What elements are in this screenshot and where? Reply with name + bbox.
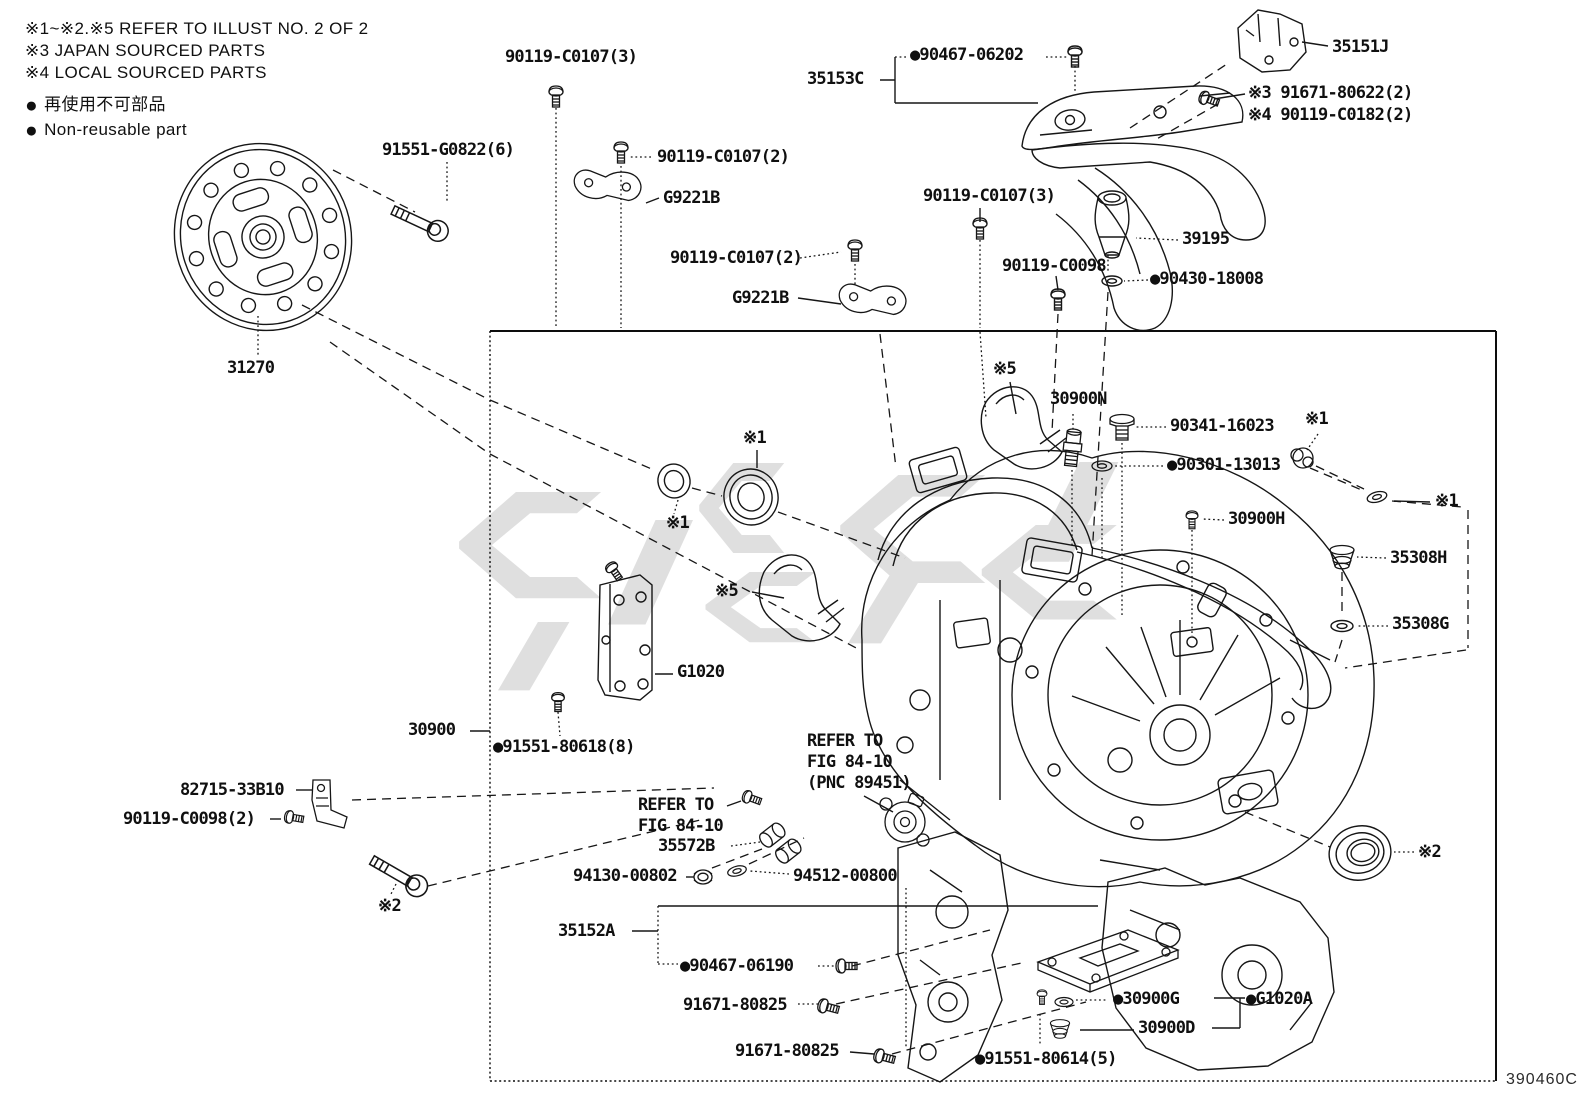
label-90119-c0107-2-b: 90119-C0107(2): [670, 248, 803, 268]
duct-rem5-lower: [758, 554, 845, 642]
label-91551-80614: ●91551-80614(5): [975, 1049, 1117, 1069]
mount-35153c: [1021, 45, 1266, 332]
case-lower-right-35152a: [1101, 867, 1335, 1071]
seal-rem1-small: [657, 463, 691, 499]
sensor-pnc89451: [879, 792, 930, 847]
legend-local-sourced: ※4 LOCAL SOURCED PARTS: [25, 63, 267, 82]
label-30900g: ●30900G: [1113, 989, 1180, 1009]
label-rem1-seal-large: ※1: [743, 428, 767, 448]
label-35152a: 35152A: [558, 921, 615, 941]
seal-rem2-right: [1328, 825, 1392, 881]
legend: ※1~※2.※5 REFER TO ILLUST NO. 2 OF 2 ※3 J…: [25, 18, 368, 142]
label-94512-00800: 94512-00800: [793, 866, 898, 886]
label-90341-16023: 90341-16023: [1170, 416, 1275, 436]
label-g1020: G1020: [677, 662, 725, 682]
label-35308g: 35308G: [1392, 614, 1449, 634]
label-91671-80825-a: 91671-80825: [683, 995, 788, 1015]
label-90467-06202: ●90467-06202: [910, 45, 1024, 65]
label-90119-c0098-2: 90119-C0098(2): [123, 809, 256, 829]
duct-rem5-upper: [980, 386, 1067, 470]
label-90119-c0107-3-mid: 90119-C0107(3): [923, 186, 1056, 206]
small-fasteners-right: [1062, 413, 1355, 633]
dotted-leader-lines: [257, 56, 1414, 1048]
case-lower-left: [897, 831, 1009, 1083]
label-31270: 31270: [227, 358, 275, 378]
label-94130-00802: 94130-00802: [573, 866, 678, 886]
label-35151j: 35151J: [1332, 37, 1389, 57]
label-90430-18008: ●90430-18008: [1150, 269, 1264, 289]
label-refer-fig-84-10: REFER TO FIG 84-10: [638, 795, 724, 836]
label-90119-c0098: 90119-C0098: [1002, 256, 1107, 276]
label-rem5-lower: ※5: [715, 581, 739, 601]
label-rem1-seal-small: ※1: [666, 513, 690, 533]
grommet-rem1: [1290, 447, 1314, 469]
bracket-g9221b-first: [571, 141, 644, 206]
legend-refer-illust: ※1~※2.※5 REFER TO ILLUST NO. 2 OF 2: [25, 19, 369, 38]
label-g9221b-a: G9221B: [663, 188, 720, 208]
label-91671-80622: ※3 91671-80622(2): [1248, 83, 1413, 103]
washer-rem1-right: [1365, 488, 1389, 506]
label-g9221b-b: G9221B: [732, 288, 789, 308]
label-91551-80618: ●91551-80618(8): [493, 737, 635, 757]
union-35572b: [693, 788, 802, 885]
label-90119-c0107-3-top: 90119-C0107(3): [505, 47, 638, 67]
label-30900h: 30900H: [1228, 509, 1285, 529]
label-35572b: 35572B: [658, 836, 715, 856]
solid-leader-lines: [270, 41, 1431, 1055]
label-refer-pnc-89451: REFER TO FIG 84-10 (PNC 89451): [807, 731, 912, 793]
legend-non-reusable-en-text: Non-reusable part: [44, 120, 187, 139]
label-90467-06190: ●90467-06190: [680, 956, 794, 976]
seal-rem1-large: [723, 468, 779, 526]
label-90301-13013: ●90301-13013: [1167, 455, 1281, 475]
gasket-plate-30900g: [1036, 929, 1180, 1039]
bracket-82715: [283, 779, 433, 902]
flywheel-bolt-91551g0822: [387, 199, 453, 246]
label-90119-c0107-2-a: 90119-C0107(2): [657, 147, 790, 167]
bracket-g9221b-second: [836, 239, 909, 320]
assembly-dashed-lines: [301, 61, 1469, 1055]
label-rem2-seal: ※2: [1418, 842, 1442, 862]
legend-non-reusable-en: ● Non-reusable part: [25, 119, 368, 142]
label-90119-c0182: ※4 90119-C0182(2): [1248, 105, 1413, 125]
label-35153c: 35153C: [807, 69, 864, 89]
label-82715-33b10: 82715-33B10: [180, 780, 285, 800]
legend-non-reusable-jp: ● 再使用不可部品: [25, 92, 368, 119]
clutch-disc-31270: [173, 142, 353, 332]
illustration-border-box: [489, 330, 1497, 1082]
sensor-30900n: [1062, 428, 1083, 468]
label-30900: 30900: [408, 720, 456, 740]
non-reusable-bullet-icon: ●: [25, 119, 39, 142]
label-91551-g0822: 91551-G0822(6): [382, 140, 515, 160]
label-30900n: 30900N: [1050, 389, 1107, 409]
label-rem2-bolt: ※2: [378, 896, 402, 916]
transaxle-body: [861, 446, 1375, 888]
label-rem1-washer: ※1: [1435, 491, 1459, 511]
label-rem5-upper: ※5: [993, 359, 1017, 379]
label-rem1-grommet: ※1: [1305, 409, 1329, 429]
legend-japan-sourced: ※3 JAPAN SOURCED PARTS: [25, 41, 266, 60]
damper-39195: [1050, 190, 1130, 311]
label-30900d: 30900D: [1138, 1018, 1195, 1038]
figure-code: 390460C: [1506, 1071, 1578, 1088]
plate-g1020: [551, 559, 653, 713]
label-39195: 39195: [1182, 229, 1230, 249]
label-g1020a: ●G1020A: [1246, 989, 1313, 1009]
label-91671-80825-b: 91671-80825: [735, 1041, 840, 1061]
legend-non-reusable-jp-text: 再使用不可部品: [44, 95, 166, 114]
label-35308h: 35308H: [1390, 548, 1447, 568]
cover-35151j: [1237, 9, 1307, 73]
non-reusable-bullet-icon: ●: [25, 94, 39, 117]
